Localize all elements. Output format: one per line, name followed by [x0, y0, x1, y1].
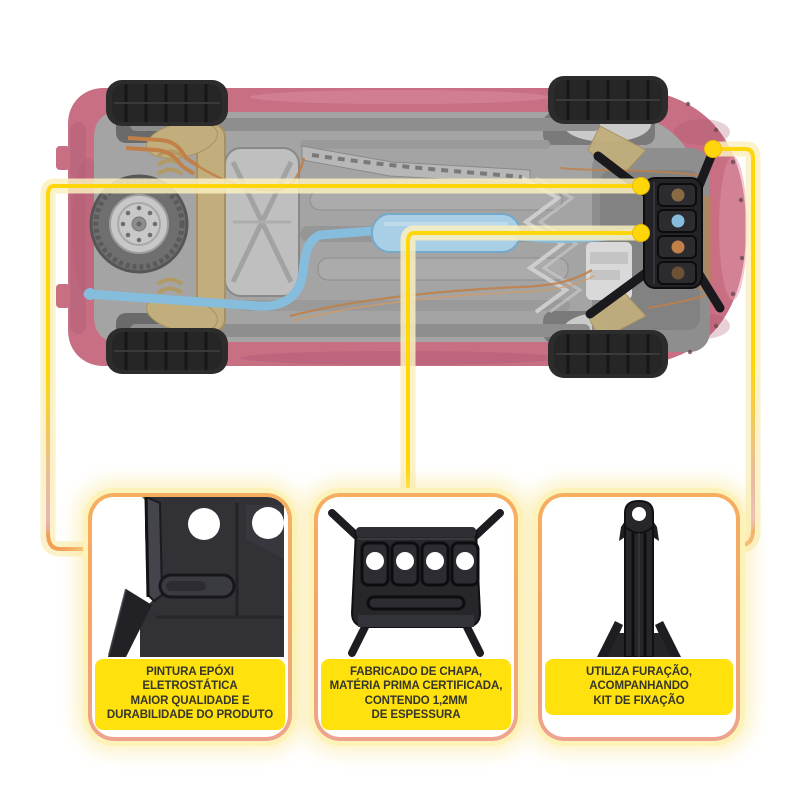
callout-card-chapa: FABRICADO DE CHAPA, MATÉRIA PRIMA CERTIF… [314, 493, 518, 741]
bumper-bolts [685, 101, 745, 355]
connector-line-1 [46, 184, 641, 551]
callout-card-fixacao: UTILIZA FURAÇÃO, ACOMPANHANDO KIT DE FIX… [538, 493, 740, 741]
callout-card-pintura: PINTURA EPÓXI ELETROSTÁTICA MAIOR QUALID… [88, 493, 292, 741]
photo-skid-plate-full [322, 497, 510, 657]
fuel-tank [224, 147, 300, 297]
label-line: MAIOR QUALIDADE E [130, 694, 250, 707]
tire-rear-left-bottom [106, 328, 228, 374]
spare-tire [89, 174, 189, 274]
label-line: FABRICADO DE CHAPA, [349, 666, 483, 678]
callout-connectors [40, 140, 761, 557]
label-line: CONTENDO 1,2MM [364, 694, 468, 707]
label-line: UTILIZA FURAÇÃO, [586, 666, 692, 678]
photo-mounting-bracket [545, 497, 733, 657]
label-line: KIT DE FIXAÇÃO [593, 694, 685, 707]
label-line: PINTURA EPÓXI [146, 666, 234, 678]
label-line: DURABILIDADE DO PRODUTO [106, 709, 274, 722]
photo-plate-corner-closeup [96, 497, 284, 657]
callout-label-fixacao: UTILIZA FURAÇÃO, ACOMPANHANDO KIT DE FIX… [545, 659, 733, 716]
callout-label-pintura: PINTURA EPÓXI ELETROSTÁTICA MAIOR QUALID… [95, 659, 285, 730]
tire-front-right [548, 76, 668, 124]
label-line: DE ESPESSURA [371, 709, 461, 722]
label-line: ACOMPANHANDO [589, 680, 689, 693]
tires [106, 76, 668, 378]
label-line: ELETROSTÁTICA [142, 680, 238, 693]
callout-dot-1 [632, 177, 650, 195]
callout-label-chapa: FABRICADO DE CHAPA, MATÉRIA PRIMA CERTIF… [321, 659, 511, 730]
connector-line-2 [406, 231, 641, 496]
tire-front-right-bottom [548, 330, 668, 378]
connector-line-3 [713, 147, 755, 547]
label-line: MATÉRIA PRIMA CERTIFICADA, [329, 680, 503, 693]
callout-dot-3 [704, 140, 722, 158]
tire-rear-left [106, 80, 228, 126]
callout-dot-2 [632, 224, 650, 242]
